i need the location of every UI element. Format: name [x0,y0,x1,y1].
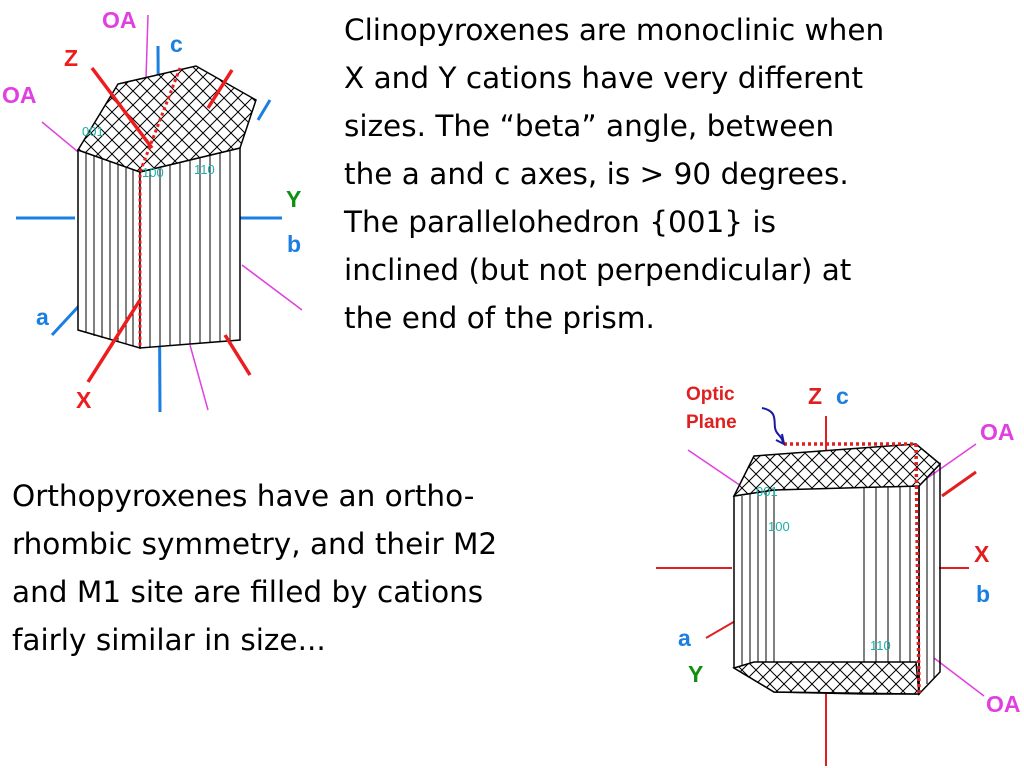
face-label-001: 001 [82,124,104,139]
optic-plane-trace [784,442,921,695]
x-label: X [974,541,990,567]
paragraph-line: Orthopyroxenes have an ortho- [12,479,475,513]
oa-label-top: OA [102,7,137,33]
b-label: b [287,231,301,257]
b-label: b [976,581,990,607]
paragraph-line: X and Y cations have very different [344,61,864,95]
y-label: Y [286,186,301,212]
paragraph-line: sizes. The “beta” angle, between [344,109,835,143]
paragraph-line: fairly similar in size... [12,623,326,657]
face-label-100: 100 [768,519,790,534]
optic-plane-label-line2: Plane [686,412,737,433]
z-axis-lower [223,334,252,376]
face-label-110: 110 [870,638,891,653]
paragraph-line: the a and c axes, is > 90 degrees. [344,157,849,191]
clinopyroxene-paragraph: Clinopyroxenes are monoclinic when X and… [344,6,1016,342]
oa-label-top: OA [980,419,1015,445]
a-axis-far [256,99,272,121]
clinopyroxene-crystal-diagram: OA OA Z c Y b a X 001 100 110 [2,7,303,413]
top-face-001 [76,65,257,173]
c-label: c [836,383,849,409]
oa-label-bottom: OA [986,691,1021,717]
orthopyroxene-paragraph: Orthopyroxenes have an ortho- rhombic sy… [12,472,632,664]
optic-plane-trace [138,67,182,348]
paragraph-line: inclined (but not perpendicular) at [344,253,852,287]
paragraph-line: rhombic symmetry, and their M2 [12,527,498,561]
y-label: Y [688,661,703,687]
oa-label-left: OA [2,82,37,108]
z-axis [90,66,154,150]
a-axis-diagonal-upper [941,470,977,498]
prism-face-100 [77,148,141,349]
bottom-face [732,661,920,695]
paragraph-line: and M1 site are filled by cations [12,575,484,609]
face-label-001: 001 [756,484,778,499]
a-label: a [678,625,691,651]
face-label-110: 110 [194,162,215,177]
paragraph-line: The parallelohedron {001} is [344,205,776,239]
x-label: X [76,387,92,413]
optic-axis-bottom-right [933,657,985,697]
paragraph-line: Clinopyroxenes are monoclinic when [344,13,885,47]
a-label: a [36,304,49,330]
z-label: Z [64,45,78,71]
x-axis-upper [206,69,234,109]
optic-plane-label-line1: Optic [686,384,735,405]
orthopyroxene-crystal-diagram: Optic Plane Z c OA X b a Y OA 001 100 11… [656,383,1021,766]
optic-axis-lower-right [241,264,303,311]
optic-axis-top-left [687,449,745,489]
c-label: c [170,31,183,57]
top-face-001 [732,443,942,497]
z-label: Z [808,383,822,409]
optic-axis-bottom [189,344,209,411]
paragraph-line: the end of the prism. [344,301,655,335]
optic-plane-pointer [761,407,785,445]
face-label-100: 100 [142,165,164,180]
x-axis [86,299,142,383]
